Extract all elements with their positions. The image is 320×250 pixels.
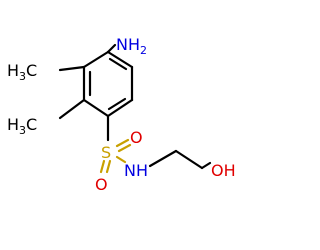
- sulfonamide-nh-label: NH: [124, 161, 148, 180]
- structure-canvas: NH2 H3C H3C S O O NH OH: [7, 35, 236, 194]
- methyl-bond-bottom: [58, 98, 86, 120]
- molecule-structure: NH2 H3C H3C S O O NH OH: [7, 35, 236, 194]
- methyl-label-top: H3C: [7, 61, 37, 83]
- ring-bond: [82, 50, 110, 69]
- hydroxyl-label: OH: [211, 161, 236, 180]
- amine-label: NH2: [116, 35, 147, 57]
- ring-bond: [106, 50, 134, 69]
- sulfonyl-double-bond-bottom: [105, 159, 112, 174]
- sulfur-nitrogen-bond: [115, 155, 127, 164]
- sulfur-label: S: [101, 143, 111, 162]
- chain-bond-2: [174, 149, 204, 170]
- methyl-label-bottom: H3C: [7, 115, 37, 137]
- chain-bond-3: [200, 161, 212, 170]
- methyl-bond-top: [58, 65, 86, 72]
- ring-bond: [82, 98, 110, 118]
- ring-double-bond: [108, 57, 128, 71]
- sulfonyl-double-bond-bottom: [99, 159, 106, 174]
- ring-double-bond: [107, 97, 127, 111]
- chain-bond-1: [148, 149, 178, 168]
- oxygen-bottom-label: O: [95, 175, 108, 194]
- benzene-ring: [82, 50, 134, 118]
- sulfonyl-double-bond-right: [117, 143, 132, 153]
- ring-bond: [106, 98, 134, 118]
- oxygen-right-label: O: [130, 128, 143, 147]
- amine-bond: [106, 43, 117, 54]
- sulfonyl-double-bond-right: [115, 138, 130, 148]
